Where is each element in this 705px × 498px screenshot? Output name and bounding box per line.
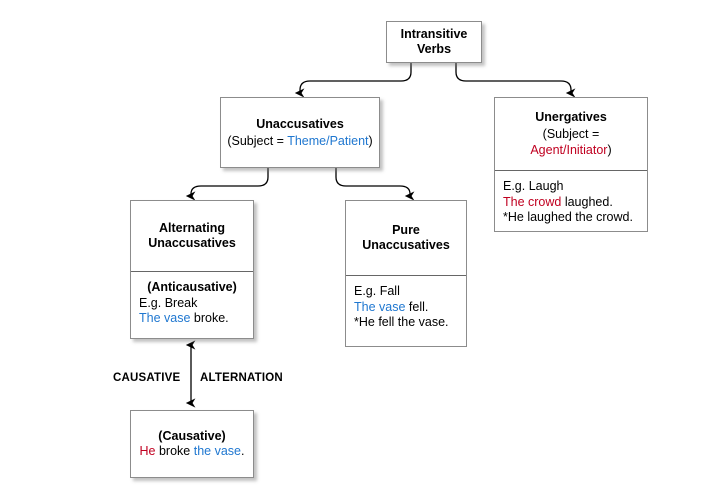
pure-example-ungrammatical: *He fell the vase. — [354, 315, 449, 329]
unaccusatives-role-theme-patient: Theme/Patient — [287, 133, 369, 148]
node-alternating-unaccusatives-head: Alternating Unaccusatives — [131, 201, 253, 271]
pure-example-grammatical: The vase fell. — [354, 300, 458, 316]
node-pure-title-line2: Unaccusatives — [362, 238, 450, 252]
node-unergatives[interactable]: Unergatives (Subject = Agent/Initiator) … — [494, 97, 648, 232]
node-alternating-body: (Anticausative) E.g. Break The vase brok… — [131, 271, 253, 333]
node-alternating-unaccusatives[interactable]: Alternating Unaccusatives (Anticausative… — [130, 200, 254, 339]
node-unaccusatives-title: Unaccusatives — [256, 116, 344, 131]
unergatives-subtitle-suffix: ) — [607, 143, 612, 157]
unergatives-example-verb: E.g. Laugh — [503, 179, 564, 193]
node-unergatives-body: E.g. Laugh The crowd laughed. *He laughe… — [495, 170, 647, 232]
pure-example-predicate: fell. — [405, 299, 429, 314]
causative-sentence-verb: broke — [155, 444, 194, 458]
unergatives-example-ungrammatical: *He laughed the crowd. — [503, 210, 633, 224]
node-intransitive-verbs-head: Intransitive Verbs — [387, 22, 481, 62]
alternating-example-predicate: broke. — [190, 311, 229, 325]
node-unaccusatives-head: Unaccusatives (Subject = Theme/Patient) — [221, 98, 379, 167]
node-pure-unaccusatives-body: E.g. Fall The vase fell. *He fell the va… — [346, 275, 466, 337]
edge-unaccusatives-to-pure — [335, 168, 415, 201]
node-unaccusatives[interactable]: Unaccusatives (Subject = Theme/Patient) — [220, 97, 380, 168]
node-unergatives-subtitle: (Subject = Agent/Initiator) — [501, 126, 641, 158]
node-causative[interactable]: (Causative) He broke the vase. — [130, 410, 254, 478]
label-alternation: ALTERNATION — [200, 372, 283, 384]
unergatives-example-predicate: laughed. — [561, 194, 613, 209]
node-unaccusatives-subtitle: (Subject = Theme/Patient) — [227, 133, 372, 149]
node-causative-head: (Causative) He broke the vase. — [131, 411, 253, 477]
causative-heading: (Causative) — [158, 428, 226, 443]
node-pure-unaccusatives-head: Pure Unaccusatives — [346, 201, 466, 275]
node-alternating-title-line2: Unaccusatives — [148, 236, 236, 250]
edge-root-to-unergatives — [455, 63, 576, 98]
edge-unaccusatives-to-alternating — [185, 168, 269, 201]
alternating-example-verb: E.g. Break — [139, 295, 198, 310]
pure-example-subject: The vase — [354, 299, 406, 314]
label-causative: CAUSATIVE — [113, 372, 181, 384]
alternating-example-subject: The vase — [139, 311, 191, 325]
edge-root-to-unaccusatives — [294, 63, 412, 98]
node-alternating-title-line1: Alternating — [159, 221, 225, 235]
unergatives-example-subject: The crowd — [503, 194, 562, 209]
node-pure-unaccusatives[interactable]: Pure Unaccusatives E.g. Fall The vase fe… — [345, 200, 467, 347]
causative-sentence: He broke the vase. — [140, 444, 245, 460]
node-intransitive-verbs-title-line1: Intransitive — [400, 27, 468, 41]
unaccusatives-subtitle-prefix: (Subject = — [227, 133, 288, 148]
causative-sentence-period: . — [240, 444, 245, 458]
node-intransitive-verbs[interactable]: Intransitive Verbs — [386, 21, 482, 63]
unergatives-subtitle-prefix: (Subject = — [542, 127, 600, 141]
node-unergatives-title: Unergatives — [535, 110, 607, 124]
alternating-example-sentence: The vase broke. — [139, 311, 245, 327]
unergatives-example-grammatical: The crowd laughed. — [503, 195, 639, 211]
unergatives-role-agent-initiator: Agent/Initiator — [530, 143, 608, 157]
causative-sentence-subject: He — [139, 444, 156, 458]
pure-example-verb: E.g. Fall — [354, 284, 400, 298]
unaccusatives-subtitle-suffix: ) — [368, 133, 373, 148]
node-pure-title-line1: Pure — [392, 223, 420, 237]
alternating-anticausative-heading: (Anticausative) — [147, 280, 237, 294]
node-unergatives-head: Unergatives (Subject = Agent/Initiator) — [495, 98, 647, 170]
node-intransitive-verbs-title-line2: Verbs — [416, 42, 452, 56]
causative-sentence-object: the vase — [193, 444, 241, 458]
